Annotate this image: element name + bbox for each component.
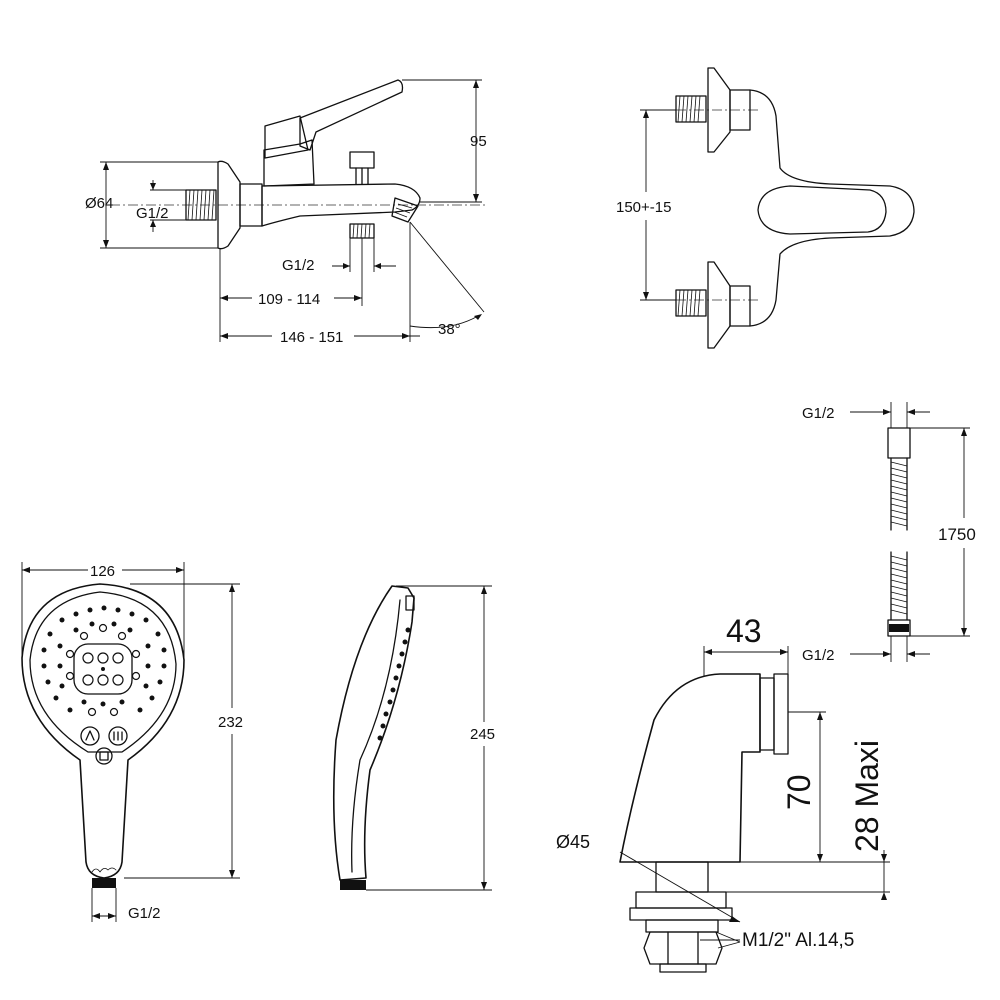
dim-diameter-label: Ø64 — [85, 195, 113, 212]
eccentric-diameter-label: Ø45 — [556, 832, 590, 852]
side-nozzles — [377, 627, 411, 741]
shower-width-label: 126 — [90, 563, 115, 580]
brand-logo — [91, 867, 117, 873]
dim-thread-outlet-label: G1/2 — [282, 257, 315, 274]
eccentric-height-label: 70 — [781, 774, 817, 810]
shower-thread-label: G1/2 — [128, 905, 161, 922]
dim-thread-inlet-label: G1/2 — [136, 205, 169, 222]
dim-spout-short-label: 109 - 114 — [258, 291, 320, 308]
hose-length-label: 1750 — [938, 525, 976, 544]
dim-spout-long-label: 146 - 151 — [280, 329, 343, 346]
shower-head-front: 126 232 G1/2 — [21, 562, 243, 922]
dim-center-distance-label: 150+-15 — [616, 199, 671, 216]
mode-button-right — [108, 726, 128, 746]
eccentric-max-label: 28 Maxi — [849, 740, 885, 852]
eccentric-width-label: 43 — [726, 613, 762, 649]
faucet-side-view: Ø64 G1/2 95 G1/2 109 - 114 — [85, 79, 487, 346]
hose-thread-bottom-label: G1/2 — [802, 647, 835, 664]
faucet-top-view: 150+-15 — [616, 67, 915, 349]
dim-angle-label: 38° — [438, 321, 461, 338]
nozzle-dots — [41, 605, 167, 717]
shower-hose: G1/2 G1/2 1750 — [802, 402, 976, 664]
dim-height-label: 95 — [470, 133, 487, 150]
eccentric-connector: 43 70 28 Maxi Ø45 M1/2" Al.14,5 — [556, 613, 890, 973]
hose-thread-top-label: G1/2 — [802, 405, 835, 422]
mode-button-left — [80, 726, 100, 746]
shower-side-height-label: 245 — [470, 726, 495, 743]
shower-head-side: 245 — [332, 585, 495, 891]
mode-button-bottom — [95, 747, 113, 765]
eccentric-thread-label: M1/2" Al.14,5 — [742, 930, 854, 951]
shower-height-label: 232 — [218, 714, 243, 731]
